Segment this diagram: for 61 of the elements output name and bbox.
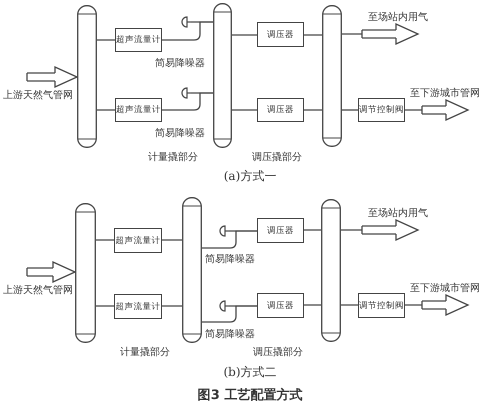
pipe-line	[304, 229, 321, 231]
pipe-line	[97, 109, 115, 111]
hollow-arrow	[26, 261, 76, 283]
pipe-line	[97, 39, 115, 41]
pipe-line	[341, 304, 358, 306]
device-box: 调压器	[257, 22, 304, 47]
header-vessel	[182, 197, 202, 343]
device-box: 超声流量计	[114, 228, 162, 253]
hollow-arrow	[26, 66, 78, 88]
pipe-line	[232, 34, 257, 36]
pipe-line	[304, 34, 322, 36]
pipe-line	[162, 239, 182, 241]
part-label: 计量撬部分	[120, 346, 170, 359]
subfigure-caption: (a)方式一	[224, 168, 276, 185]
edge-label: 上游天然气管网	[3, 88, 73, 102]
edge-label: 至下游城市管网	[410, 86, 480, 100]
pipe-line	[162, 305, 182, 307]
pipe-line	[232, 109, 257, 111]
silencer-icon	[219, 225, 229, 237]
subfigure-caption: (b)方式二	[223, 364, 277, 381]
header-vessel	[77, 5, 97, 148]
part-label: 简易降噪器	[155, 127, 205, 140]
header-vessel	[321, 199, 341, 342]
part-label: 计量撬部分	[148, 150, 198, 164]
silencer-icon	[219, 300, 229, 312]
silencer-icon	[181, 16, 191, 28]
pipe-line	[304, 109, 322, 111]
pipe-line	[229, 230, 257, 232]
hollow-arrow	[404, 99, 469, 121]
part-label: 简易降噪器	[155, 57, 205, 70]
edge-label: 至场站内用气	[368, 10, 428, 24]
pipe-line	[96, 305, 114, 307]
device-box: 调节控制阀	[358, 293, 405, 318]
silencer-icon	[181, 87, 191, 99]
device-box: 超声流量计	[115, 28, 162, 52]
device-box: 调节控制阀	[358, 98, 405, 122]
part-label: 简易降噪器	[205, 328, 255, 341]
pipe-line	[342, 109, 358, 111]
device-box: 调压器	[257, 218, 304, 243]
hollow-arrow	[341, 23, 419, 45]
device-box: 调压器	[257, 293, 304, 318]
part-label: 调压撬部分	[252, 150, 302, 164]
pipe-line	[229, 305, 257, 307]
edge-label: 至场站内用气	[368, 206, 428, 220]
edge-label: 上游天然气管网	[3, 284, 73, 297]
hollow-arrow	[340, 219, 419, 241]
device-box: 超声流量计	[115, 98, 162, 122]
device-box: 调压器	[257, 98, 304, 122]
edge-label: 至下游城市管网	[410, 282, 480, 295]
figure-caption: 图3 工艺配置方式	[198, 386, 302, 404]
pipe-line	[191, 21, 213, 23]
header-vessel	[75, 203, 96, 343]
pipe-line	[96, 239, 114, 241]
pipe-line	[304, 304, 321, 306]
device-box: 超声流量计	[114, 294, 162, 319]
header-vessel	[213, 3, 232, 148]
hollow-arrow	[404, 294, 469, 316]
header-vessel	[322, 5, 342, 147]
part-label: 调压撬部分	[253, 346, 303, 359]
part-label: 简易降噪器	[205, 253, 255, 266]
pipe-line	[191, 92, 213, 94]
